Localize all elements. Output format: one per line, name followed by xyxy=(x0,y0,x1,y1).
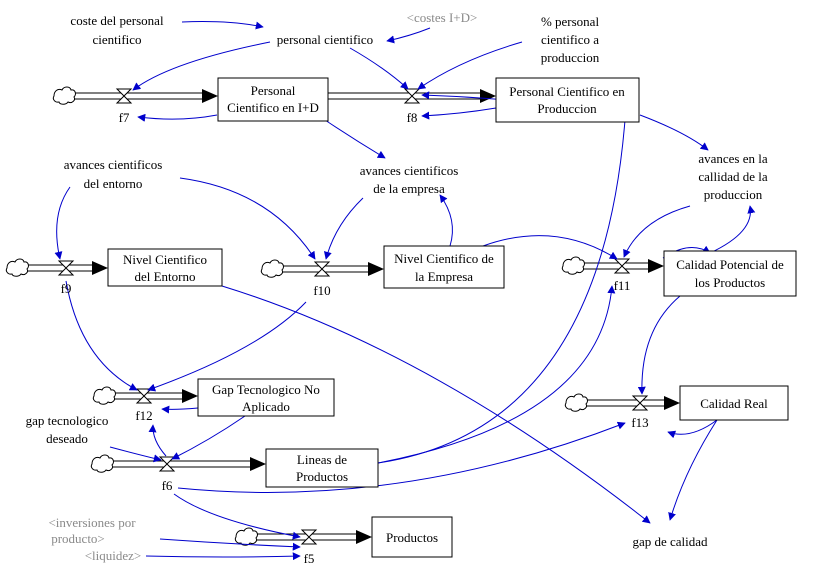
valve-f11-icon xyxy=(613,258,631,274)
cloud-icon xyxy=(561,256,585,275)
flow-label: f8 xyxy=(407,110,418,125)
auxiliary-labels: coste del personal cientifico personal c… xyxy=(26,10,768,563)
aux-label-line: producto> xyxy=(51,531,105,546)
flow-labels: f7 f8 f9 f10 f11 f12 f13 f6 f5 xyxy=(61,110,649,566)
cloud-icon xyxy=(52,86,76,105)
cloud-icon xyxy=(90,454,114,473)
flow-label: f5 xyxy=(304,551,315,566)
valves xyxy=(57,88,649,545)
aux-label-line: avances cientificos xyxy=(64,157,163,172)
aux-label-line: del entorno xyxy=(84,176,143,191)
aux-label-line: <costes I+D> xyxy=(407,10,478,25)
aux-label-line: gap de calidad xyxy=(632,534,708,549)
clouds xyxy=(5,86,588,546)
stock-nivel-entorno-box[interactable] xyxy=(107,248,223,287)
stock-label-line: Lineas de xyxy=(297,452,347,467)
aux-label-line: deseado xyxy=(46,431,88,446)
aux-label-line: de la empresa xyxy=(373,181,445,196)
valve-f5-icon xyxy=(300,529,318,545)
valve-f7-icon xyxy=(115,88,133,104)
information-links xyxy=(54,21,756,561)
stock-label-line: Nivel Cientifico de xyxy=(394,251,494,266)
pipe-personal-id-to-produccion xyxy=(328,89,496,103)
stock-gap-box[interactable] xyxy=(197,378,335,417)
aux-label-line: <inversiones por xyxy=(48,515,136,530)
flow-label: f12 xyxy=(135,408,152,423)
pipe-cloud-to-personal-id xyxy=(70,89,218,103)
stock-label-line: Productos xyxy=(386,530,438,545)
stock-label-line: los Productos xyxy=(695,275,765,290)
flow-label: f11 xyxy=(614,278,631,293)
stock-labels: Personal Cientifico en I+D Personal Cien… xyxy=(123,83,784,545)
aux-label-line: <liquidez> xyxy=(85,548,142,563)
stock-label-line: Calidad Real xyxy=(700,396,768,411)
stock-lineas-box[interactable] xyxy=(265,448,379,488)
aux-label-line: avances cientificos xyxy=(360,163,459,178)
valve-f13-icon xyxy=(631,395,649,411)
flow-label: f9 xyxy=(61,281,72,296)
stock-personal-produccion-box[interactable] xyxy=(495,77,640,123)
stock-label-line: Produccion xyxy=(537,101,597,116)
valve-f10-icon xyxy=(313,261,331,277)
stock-label-line: Personal xyxy=(251,83,296,98)
stock-label-line: Calidad Potencial de xyxy=(676,257,784,272)
aux-label-line: coste del personal xyxy=(70,13,164,28)
flow-label: f10 xyxy=(313,283,330,298)
cloud-icon xyxy=(234,527,258,546)
aux-label-line: avances en la xyxy=(698,151,768,166)
stock-label-line: del Entorno xyxy=(134,269,195,284)
stock-personal-id-box[interactable] xyxy=(217,77,329,122)
valve-f12-icon xyxy=(135,388,153,404)
cloud-icon xyxy=(92,386,116,405)
stock-nivel-empresa-box[interactable] xyxy=(383,245,505,289)
pipe-cloud-to-nivel-empresa xyxy=(278,262,384,276)
flow-label: f6 xyxy=(162,478,173,493)
flow-label: f13 xyxy=(631,415,648,430)
aux-label-line: produccion xyxy=(704,187,763,202)
stock-calidad-real-box[interactable] xyxy=(679,385,789,421)
pipe-cloud-to-calidad-potencial xyxy=(578,259,664,273)
aux-label-line: personal cientifico xyxy=(277,32,373,47)
stock-label-line: la Empresa xyxy=(415,269,473,284)
stock-label-line: Nivel Cientifico xyxy=(123,252,207,267)
cloud-icon xyxy=(260,259,284,278)
stock-boxes xyxy=(107,77,797,558)
stock-label-line: Personal Cientifico en xyxy=(509,84,625,99)
stock-productos-box[interactable] xyxy=(371,516,453,558)
pipe-cloud-to-lineas xyxy=(106,457,266,471)
stock-calidad-potencial-box[interactable] xyxy=(663,250,797,297)
pipe-cloud-to-calidad-real xyxy=(582,396,680,410)
stock-label-line: Gap Tecnologico No xyxy=(212,382,320,397)
aux-label-line: cientifico xyxy=(92,32,141,47)
flow-label: f7 xyxy=(119,110,130,125)
cloud-icon xyxy=(564,393,588,412)
pipe-cloud-to-nivel-entorno xyxy=(22,261,108,275)
stock-label-line: Cientifico en I+D xyxy=(227,100,319,115)
stock-label-line: Productos xyxy=(296,469,348,484)
stock-label-line: Aplicado xyxy=(242,399,290,414)
aux-label-line: cientifico a xyxy=(541,32,599,47)
valve-f6-icon xyxy=(158,456,176,472)
aux-label-line: % personal xyxy=(541,14,600,29)
aux-label-line: callidad de la xyxy=(698,169,768,184)
pipe-cloud-to-gap xyxy=(108,389,198,403)
aux-label-line: gap tecnologico xyxy=(26,413,109,428)
aux-label-line: produccion xyxy=(541,50,600,65)
cloud-icon xyxy=(5,258,29,277)
valve-f8-icon xyxy=(403,88,421,104)
valve-f9-icon xyxy=(57,260,75,276)
